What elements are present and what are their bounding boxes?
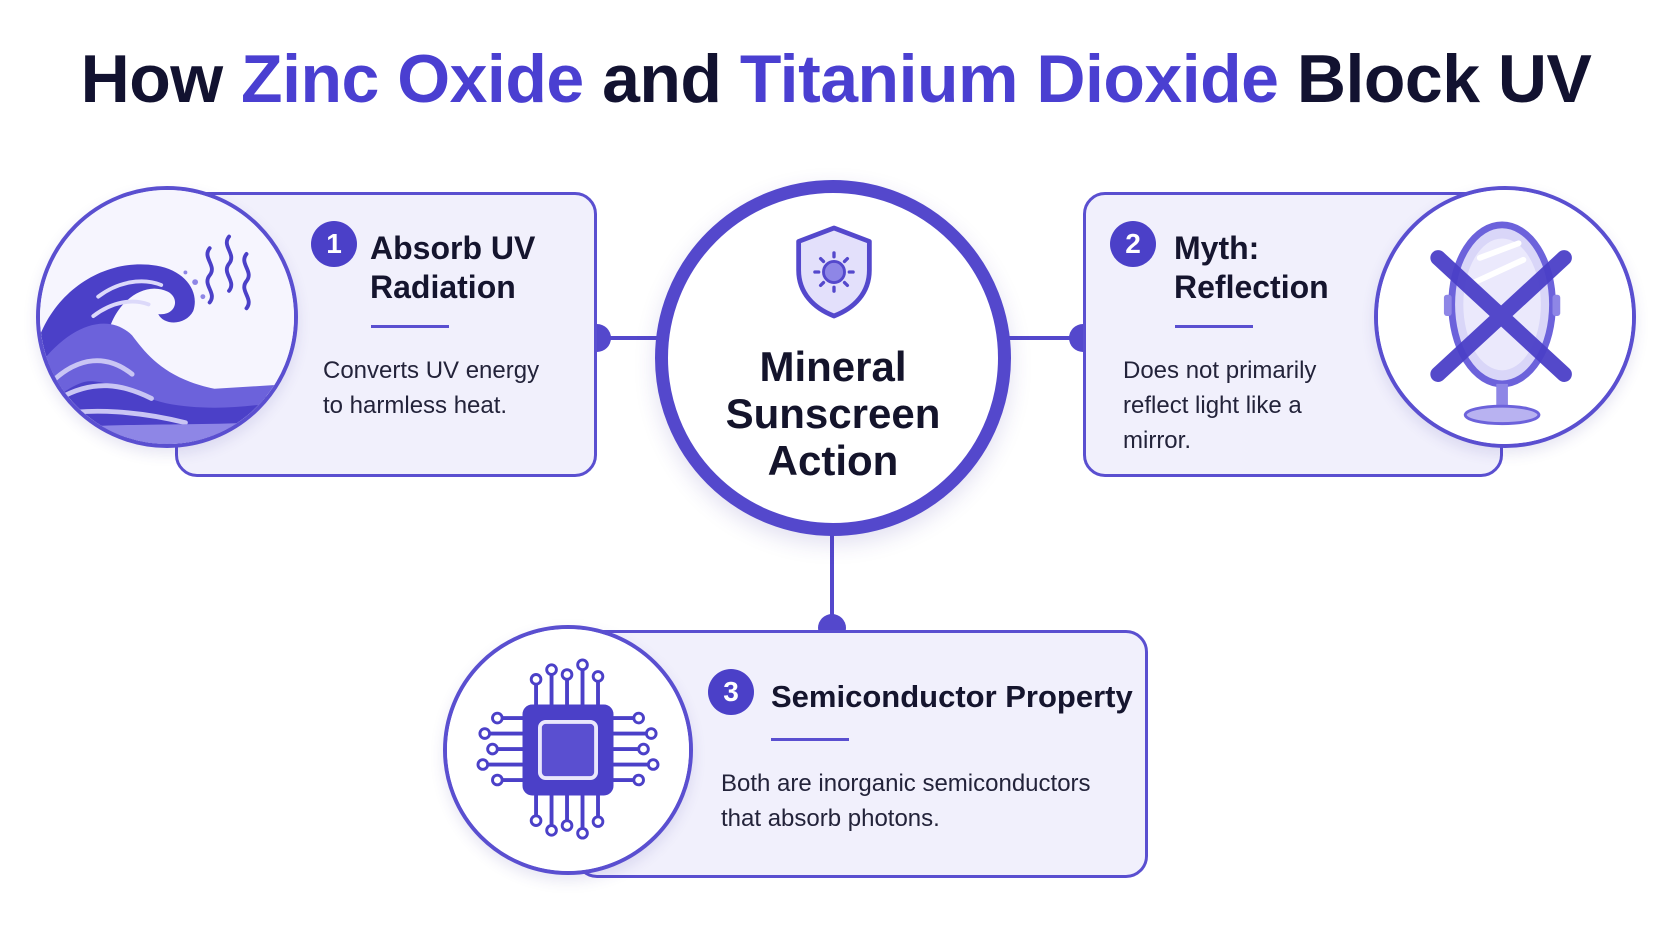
shield-sun-icon	[796, 225, 872, 319]
card-1-body-line-1: Converts UV energy	[323, 357, 540, 384]
card-3-divider	[771, 738, 849, 741]
card-2-body: Does not primarily reflect light like a …	[1123, 353, 1316, 458]
wave-heat-icon	[36, 186, 298, 448]
card-1-divider	[371, 325, 449, 328]
title-part-1: How	[80, 41, 242, 117]
step-number-1: 1	[311, 221, 357, 267]
center-label-line-2: Sunscreen	[725, 390, 941, 437]
card-2-divider	[1175, 325, 1253, 328]
center-mineral-sunscreen-action: Mineral Sunscreen Action	[655, 180, 1011, 536]
crossed-mirror-icon	[1374, 186, 1636, 448]
card-2-body-line-3: mirror.	[1123, 427, 1191, 454]
center-label: Mineral Sunscreen Action	[668, 343, 998, 484]
title-zinc-oxide: Zinc Oxide	[241, 41, 584, 117]
card-1-body-line-2: to harmless heat.	[323, 392, 508, 419]
card-1-title-line-2: Radiation	[370, 269, 516, 305]
connector-bottom	[830, 530, 834, 630]
card-2-body-line-1: Does not primarily	[1123, 357, 1317, 384]
card-3-body: Both are inorganic semiconductors that a…	[721, 766, 1091, 836]
card-3-title: Semiconductor Property	[771, 679, 1133, 714]
chip-icon	[443, 625, 693, 875]
center-label-line-1: Mineral	[759, 343, 907, 390]
title-part-3: Block UV	[1278, 41, 1592, 117]
step-number-2: 2	[1110, 221, 1156, 267]
card-2-title-line-1: Myth:	[1174, 230, 1260, 266]
card-2-body-line-2: reflect light like a	[1123, 392, 1302, 419]
card-1-body: Converts UV energy to harmless heat.	[323, 353, 539, 423]
card-2-title: Myth: Reflection	[1174, 229, 1329, 307]
card-3-body-line-1: Both are inorganic semiconductors	[721, 770, 1091, 797]
connector-left	[575, 336, 665, 340]
card-1-title-line-1: Absorb UV	[370, 230, 536, 266]
title-part-2: and	[583, 41, 740, 117]
card-2-title-line-2: Reflection	[1174, 269, 1329, 305]
center-label-line-3: Action	[767, 437, 899, 484]
connector-right	[1000, 336, 1090, 340]
card-1-title: Absorb UV Radiation	[370, 229, 535, 307]
card-3-body-line-2: that absorb photons.	[721, 805, 940, 832]
title-titanium-dioxide: Titanium Dioxide	[739, 41, 1279, 117]
step-number-3: 3	[708, 669, 754, 715]
page-title: How Zinc Oxide and Titanium Dioxide Bloc…	[0, 40, 1672, 118]
